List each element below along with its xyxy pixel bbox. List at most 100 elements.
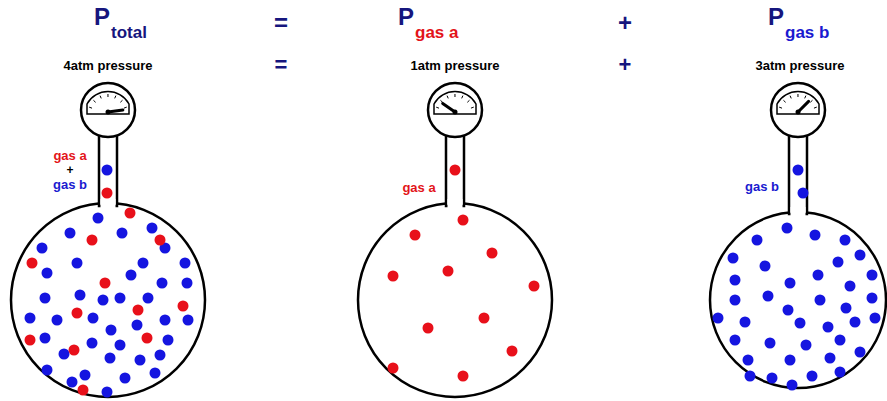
subscript-label: gas a xyxy=(415,24,458,43)
gas-particle xyxy=(69,345,80,356)
gas-particle xyxy=(713,313,724,324)
neck-joint xyxy=(448,199,463,209)
gas-particle xyxy=(855,347,866,358)
gas-particle xyxy=(795,318,806,329)
gas-particle xyxy=(740,317,751,328)
gauge-tick xyxy=(797,94,798,97)
gas-particle xyxy=(87,338,98,349)
gauge-pivot xyxy=(796,110,801,115)
gas-particle xyxy=(840,235,851,246)
gas-particle xyxy=(388,363,399,374)
gas-particle xyxy=(42,268,53,279)
gauge-body xyxy=(428,83,482,137)
gas-particle xyxy=(117,228,128,239)
gas-particle xyxy=(443,266,454,277)
gauge-tick xyxy=(107,94,108,97)
gauge-tick xyxy=(471,107,474,108)
gas-particle xyxy=(785,278,796,289)
gas-particle xyxy=(823,322,834,333)
gauge-tick xyxy=(814,107,817,108)
gas-particle xyxy=(728,253,739,264)
gas-particle xyxy=(157,278,168,289)
gas-particle xyxy=(72,308,83,319)
gas-particle xyxy=(133,305,144,316)
gas-particle xyxy=(178,301,189,312)
gas-particle xyxy=(100,278,111,289)
gas-particle xyxy=(155,235,166,246)
gas-particle xyxy=(783,305,794,316)
flask-bulb xyxy=(11,203,205,397)
gas-particle xyxy=(855,250,866,261)
gauge-pivot xyxy=(453,110,458,115)
gauge-pivot xyxy=(106,110,111,115)
flask-bulb xyxy=(358,203,552,397)
gas-particle xyxy=(115,293,126,304)
gas-particle xyxy=(450,165,461,176)
gas-particle xyxy=(80,370,91,381)
gas-particle xyxy=(479,313,490,324)
gas-particle xyxy=(410,230,421,241)
gas-particle xyxy=(125,208,136,219)
gas-particle xyxy=(183,315,194,326)
gas-particle xyxy=(841,303,852,314)
gauge-tick xyxy=(447,96,448,99)
subscript-label: total xyxy=(111,24,147,43)
gas-particle xyxy=(132,320,143,331)
gas-particle xyxy=(40,293,51,304)
gas-particle xyxy=(870,313,881,324)
gas-particle xyxy=(106,325,117,336)
gauge-tick xyxy=(100,96,101,99)
gas-particle xyxy=(743,355,754,366)
pressure-symbol: P xyxy=(398,4,414,30)
subscript-label: gas b xyxy=(785,24,829,43)
gas-particle xyxy=(458,215,469,226)
gas-particle xyxy=(845,281,856,292)
gas-particle xyxy=(27,258,38,269)
gas-particle xyxy=(40,333,51,344)
gas-particle xyxy=(78,385,89,396)
gas-particle xyxy=(87,235,98,246)
gas-particle xyxy=(75,290,86,301)
gas-particle xyxy=(115,340,126,351)
gauge-tick xyxy=(93,100,95,102)
gas-particles xyxy=(25,165,881,398)
gas-particle xyxy=(142,333,153,344)
gas-particle xyxy=(135,355,146,366)
gas-particle xyxy=(102,165,113,176)
flasks xyxy=(11,132,886,397)
pressure-symbol: P xyxy=(768,4,784,30)
gas-particle xyxy=(102,188,113,199)
gas-particle xyxy=(180,258,191,269)
pressure-value: 1atm pressure xyxy=(411,59,500,73)
gas-particle xyxy=(835,367,846,378)
gas-particle xyxy=(507,346,518,357)
pressure-symbol: P xyxy=(94,4,110,30)
gas-particle xyxy=(815,295,826,306)
gas-particle xyxy=(423,323,434,334)
equals-sign: = xyxy=(274,10,288,36)
gas-particle xyxy=(388,271,399,282)
gas-particle xyxy=(98,295,109,306)
gas-particle xyxy=(867,293,878,304)
gauge-tick xyxy=(810,100,812,102)
flask-neck xyxy=(446,132,464,206)
gas-particle xyxy=(65,228,76,239)
gas-particle xyxy=(59,349,70,360)
gas-particle xyxy=(807,371,818,382)
equals-sign: = xyxy=(275,53,288,77)
gas-particle xyxy=(810,230,821,241)
gas-particle xyxy=(767,373,778,384)
gas-particle xyxy=(760,261,771,272)
gauge-tick xyxy=(462,96,463,99)
gas-particle xyxy=(785,355,796,366)
gas-particle xyxy=(105,353,116,364)
gas-particle xyxy=(93,213,104,224)
gas-particle xyxy=(72,258,83,269)
gas-particle xyxy=(52,315,63,326)
gauge-tick xyxy=(115,96,116,99)
pressure-value: 3atm pressure xyxy=(756,59,845,73)
flask-neck xyxy=(789,132,807,214)
gas-particle xyxy=(765,338,776,349)
gas-particle xyxy=(763,291,774,302)
gas-particle xyxy=(102,387,113,398)
